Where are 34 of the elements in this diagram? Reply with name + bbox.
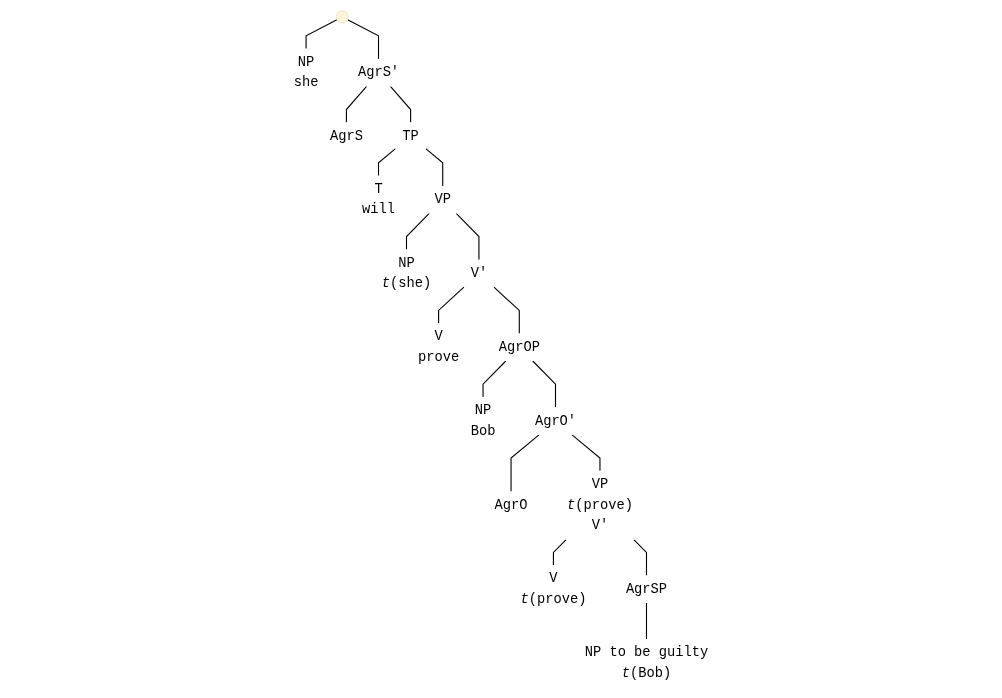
node-text: AgrSP xyxy=(625,581,668,598)
node-text: AgrS xyxy=(329,128,363,144)
node-text: V prove xyxy=(417,329,460,366)
connector xyxy=(377,148,397,177)
node-text: T will xyxy=(362,181,395,218)
node-text: NP Bob xyxy=(470,403,496,440)
connector xyxy=(389,85,412,123)
connector xyxy=(493,286,520,335)
connector xyxy=(510,434,540,492)
node-text: TP xyxy=(402,128,419,144)
connector xyxy=(532,360,557,408)
connector xyxy=(438,286,465,324)
node-text: AgrO xyxy=(494,497,528,513)
connector xyxy=(633,538,648,577)
node-text: NP t(she) xyxy=(381,255,432,292)
connector xyxy=(305,19,338,50)
connector xyxy=(552,538,567,566)
connector xyxy=(482,360,507,398)
node-text: NP she xyxy=(293,54,319,91)
node-point xyxy=(335,10,349,24)
connector xyxy=(425,148,444,187)
connector xyxy=(645,602,648,640)
node-text: V' xyxy=(470,265,488,282)
connector xyxy=(405,212,430,250)
connector xyxy=(455,212,480,261)
node-text: V t(prove) xyxy=(520,571,587,608)
node-text: AgrS' xyxy=(357,64,400,81)
node-text: VP xyxy=(434,191,451,208)
node-text: VP t(prove) V' xyxy=(567,476,633,534)
node-text: NP to be guilty t(Bob) xyxy=(584,645,709,682)
connector xyxy=(345,85,368,123)
node-text: AgrOP xyxy=(498,339,540,356)
node-text: AgrO' xyxy=(534,413,577,429)
connector xyxy=(571,434,601,472)
